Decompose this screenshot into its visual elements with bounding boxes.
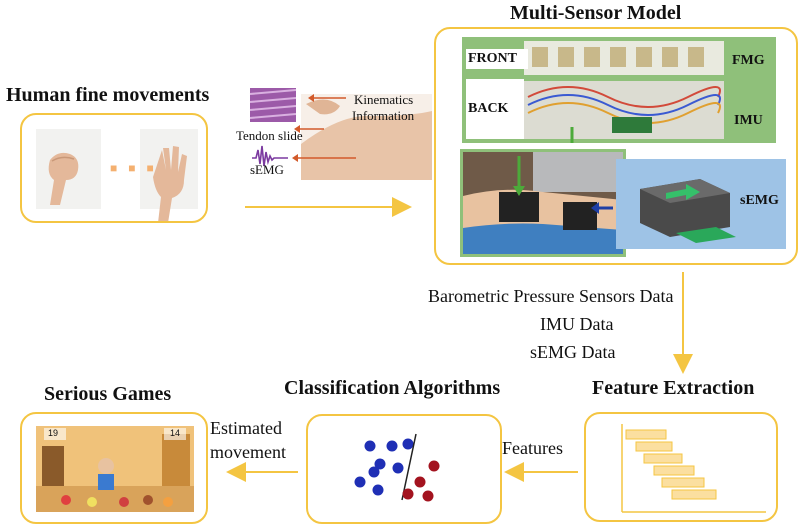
game-score-right: 14 (170, 428, 181, 438)
semg-device (640, 179, 736, 243)
sensor-title: Multi-Sensor Model (510, 2, 682, 24)
anatomy-illustration: Kinematics Information Tendon slide sEMG (236, 84, 432, 180)
data-label-semg: sEMG Data (530, 342, 616, 362)
feature-timeline (621, 424, 766, 513)
movement-label: movement (210, 442, 286, 462)
sensor-band-photo (524, 41, 724, 143)
front-label: FRONT (466, 49, 528, 69)
human-box: ■ ■ ■ (20, 113, 208, 223)
sensor-box: FRONT BACK FMG IMU sEMG (434, 27, 798, 265)
data-label-imu: IMU Data (540, 314, 614, 334)
semg-panel: sEMG (616, 159, 786, 249)
imu-label: IMU (734, 113, 763, 128)
hand-images (36, 129, 198, 221)
game-score-left: 19 (48, 428, 59, 438)
classification-title: Classification Algorithms (284, 377, 501, 399)
feature-title: Feature Extraction (592, 377, 755, 399)
fmg-label: FMG (732, 53, 765, 68)
scatter-classifier (354, 433, 440, 502)
games-title: Serious Games (44, 383, 172, 405)
semg-label: sEMG (740, 193, 779, 208)
human-title: Human fine movements (6, 84, 210, 106)
fmg-imu-panel: FRONT BACK FMG IMU (462, 37, 776, 143)
games-box: 19 14 (20, 412, 208, 524)
semg-anatomy-label: sEMG (250, 162, 284, 177)
game-screenshot: 19 14 (36, 426, 194, 512)
arm-photo (460, 149, 626, 257)
feature-box (584, 412, 778, 522)
tendon-slide-label: Tendon slide (236, 128, 303, 143)
data-label-barometric: Barometric Pressure Sensors Data (428, 286, 674, 306)
classification-box (306, 414, 502, 524)
arm-with-sensors (463, 152, 623, 254)
back-label: BACK (466, 79, 524, 139)
arm-illustration (249, 88, 432, 180)
kinematics-label: Kinematics (354, 92, 414, 107)
information-label: Information (352, 108, 415, 123)
features-label: Features (502, 438, 563, 458)
movement-separator: ■ ■ ■ (110, 161, 158, 175)
game-scene (36, 426, 194, 512)
estimated-label: Estimated (210, 418, 282, 438)
